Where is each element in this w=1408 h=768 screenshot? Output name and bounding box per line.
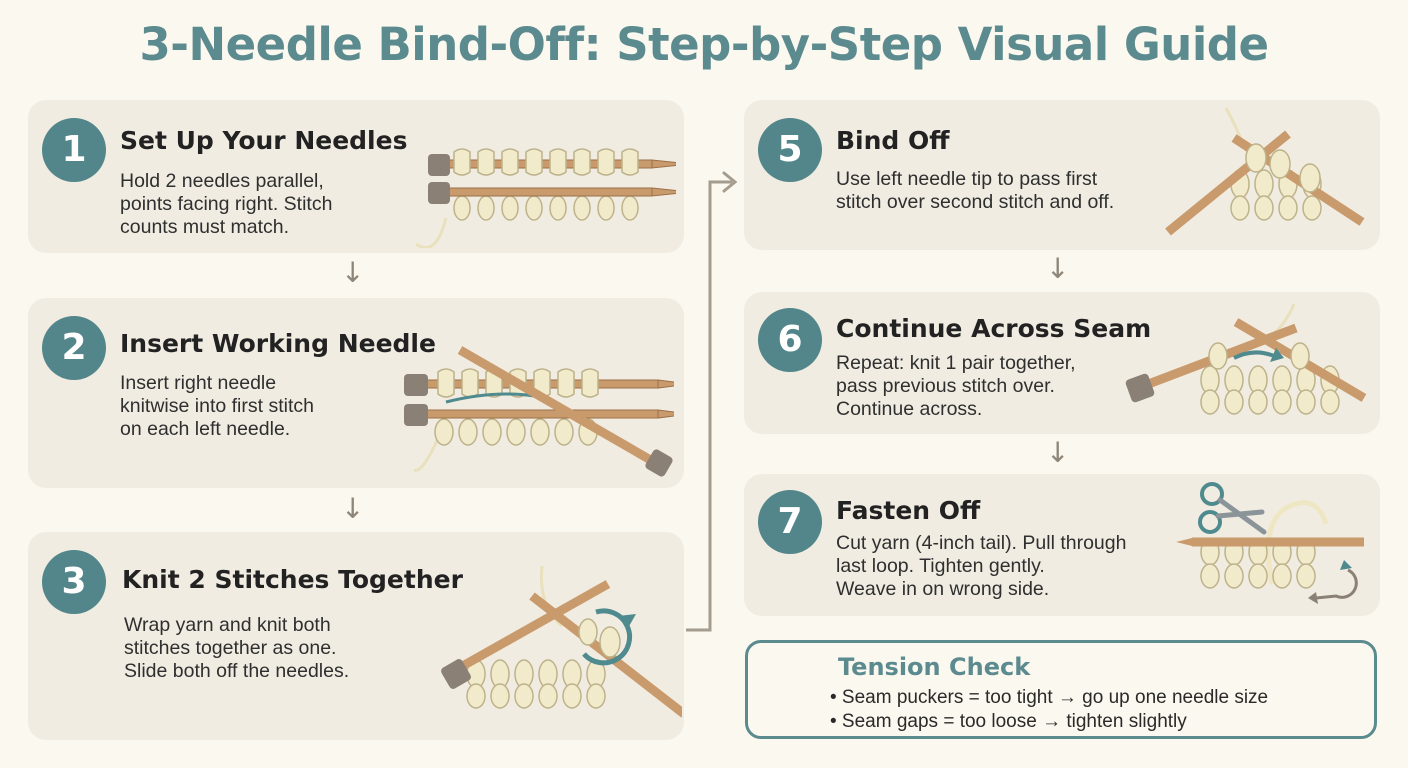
- scissors-icon: [1198, 482, 1267, 535]
- tension-item: • Seam gaps = too loose → tighten slight…: [830, 711, 1187, 732]
- tension-item: • Seam puckers = too tight → go up one n…: [830, 687, 1269, 708]
- step-number-badge: 7: [758, 490, 822, 554]
- step-number-badge: 5: [758, 118, 822, 182]
- step-title: Insert Working Needle: [120, 329, 436, 358]
- step-description: Repeat: knit 1 pair together,pass previo…: [836, 352, 1076, 420]
- needle-insert-icon: [404, 346, 674, 477]
- tension-check-box: Tension Check • Seam puckers = too tight…: [745, 640, 1377, 739]
- step-title: Fasten Off: [836, 496, 981, 525]
- fasten-off-icon: [1176, 500, 1364, 604]
- tension-check-title: Tension Check: [838, 653, 1031, 681]
- connector-arrow-icon: [686, 171, 738, 632]
- step-number-badge: 1: [42, 118, 106, 182]
- step-number-badge: 2: [42, 316, 106, 380]
- step-card-2: 2 Insert Working Needle Insert right nee…: [28, 298, 684, 488]
- bind-off-icon: [1165, 107, 1365, 236]
- down-arrow-icon: ↓: [1046, 436, 1070, 469]
- step-card-3: 3 Knit 2 Stitches Together Wrap yarn and…: [28, 532, 684, 740]
- step-description: Hold 2 needles parallel,points facing ri…: [120, 170, 333, 238]
- step-title: Knit 2 Stitches Together: [122, 565, 463, 594]
- step-number-badge: 6: [758, 308, 822, 372]
- down-arrow-icon: ↓: [1046, 252, 1070, 285]
- page-title: 3-Needle Bind-Off: Step-by-Step Visual G…: [139, 18, 1269, 71]
- step-title: Continue Across Seam: [836, 314, 1152, 343]
- step-card-6: 6 Continue Across Seam Repeat: knit 1 pa…: [744, 292, 1380, 434]
- step-number-badge: 3: [42, 550, 106, 614]
- knit-together-icon: [441, 566, 682, 718]
- down-arrow-icon: ↓: [341, 256, 365, 289]
- step-card-7: 7 Fasten Off Cut yarn (4-inch tail). Pul…: [744, 474, 1380, 616]
- step-card-1: 1 Set Up Your Needles Hold 2 needles par…: [28, 100, 684, 253]
- step-card-5: 5 Bind Off Use left needle tip to pass f…: [744, 100, 1380, 250]
- step-title: Set Up Your Needles: [120, 126, 408, 155]
- needles-parallel-icon: [415, 148, 676, 248]
- continue-seam-icon: [1125, 303, 1367, 415]
- step-title: Bind Off: [836, 126, 950, 155]
- down-arrow-icon: ↓: [341, 492, 365, 525]
